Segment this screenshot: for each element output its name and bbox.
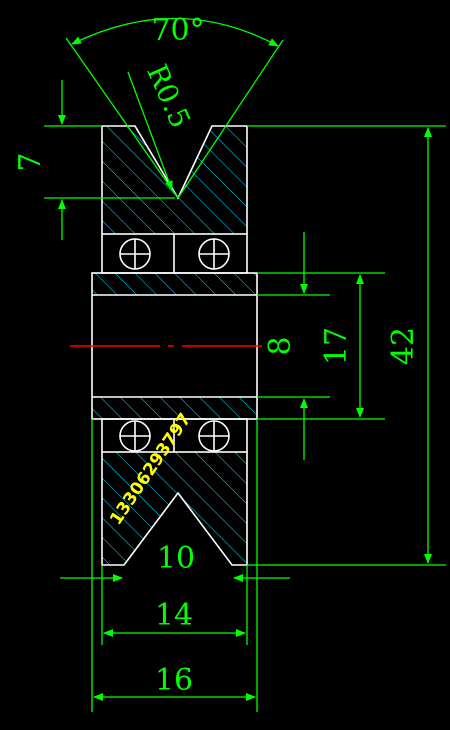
lower-bushing-hatch bbox=[92, 397, 257, 419]
lower-hatch-region bbox=[102, 452, 247, 565]
ball-upper-right bbox=[198, 238, 230, 270]
angle-label: 70° bbox=[151, 13, 204, 48]
total-height-label: 42 bbox=[386, 327, 421, 365]
groove-depth-label: 7 bbox=[13, 152, 48, 171]
ball-upper-left bbox=[119, 238, 151, 270]
bearing-od-label: 17 bbox=[319, 327, 354, 365]
radius-label: R0.5 bbox=[140, 59, 197, 132]
upper-bushing-hatch bbox=[92, 273, 257, 295]
outer-width-label: 16 bbox=[155, 663, 193, 698]
ball-lower-right bbox=[198, 420, 230, 452]
upper-hatch-region bbox=[102, 126, 247, 234]
bearing-balls bbox=[119, 238, 230, 452]
groove-bottom-label: 10 bbox=[157, 541, 195, 576]
bore-label: 8 bbox=[263, 336, 298, 355]
groove-width-label: 14 bbox=[155, 598, 193, 633]
dimension-lines bbox=[44, 17, 446, 712]
ball-lower-left bbox=[119, 420, 151, 452]
